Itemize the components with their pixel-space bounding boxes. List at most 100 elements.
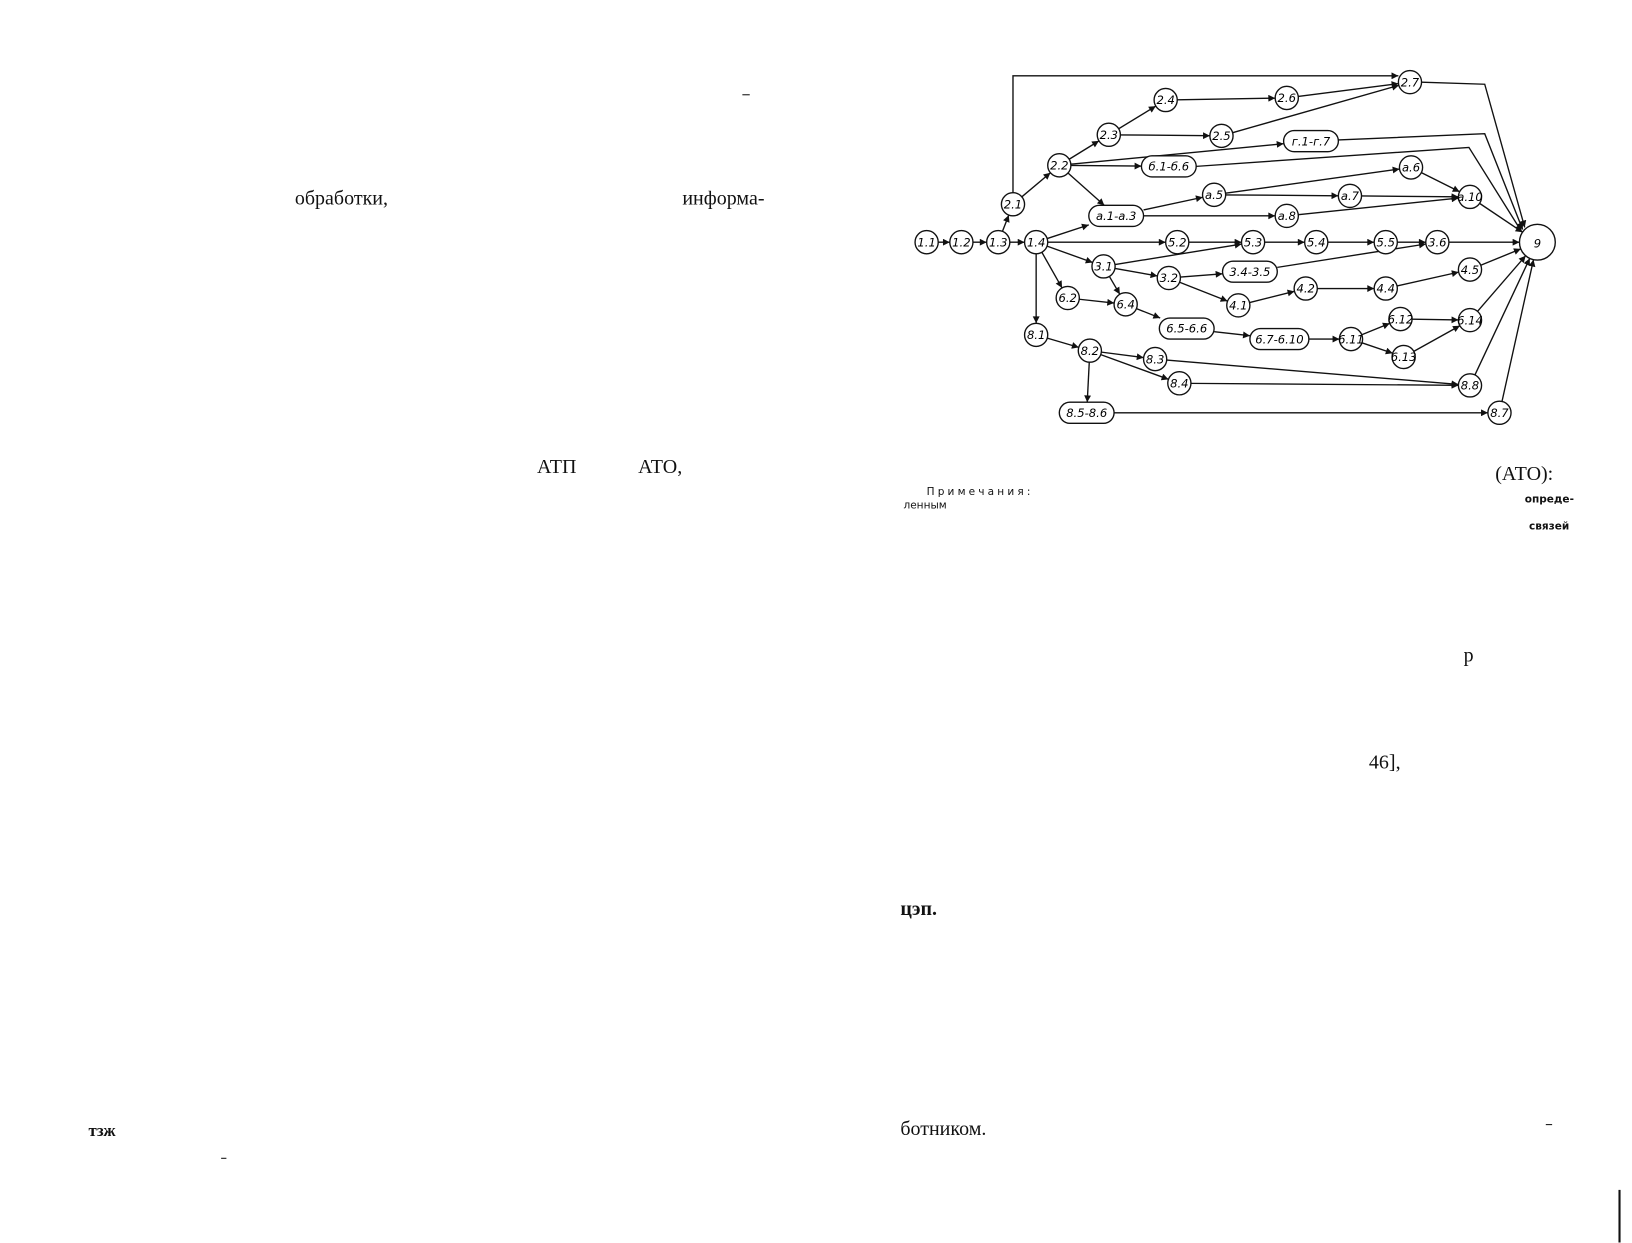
edge-arrow	[1100, 353, 1169, 381]
edge-arrow	[1068, 140, 1100, 160]
diagram-node: 5.3	[1240, 229, 1266, 255]
node-label: 2.2	[1050, 159, 1068, 173]
edge-arrow	[1070, 162, 1142, 170]
node-shape	[1274, 203, 1300, 229]
edge-arrow	[1421, 171, 1460, 193]
notes-heading: Примечания:	[926, 486, 1034, 499]
node-label: 8.3	[1146, 352, 1164, 366]
node-label: 5.3	[1244, 235, 1262, 249]
node-label: 3.1	[1094, 260, 1112, 274]
text-fragment: р	[1463, 644, 1474, 667]
node-label: 2.4	[1156, 93, 1174, 107]
diagram-node: 2.2	[1047, 153, 1072, 178]
node-shape	[1457, 373, 1483, 398]
node-label: 6.14	[1457, 313, 1483, 327]
node-shape	[1457, 257, 1483, 282]
node-label: 1.3	[989, 235, 1007, 249]
diagram-node: 6.11	[1338, 326, 1364, 352]
edge-arrow	[1041, 251, 1063, 289]
diagram-node: 4.2	[1293, 276, 1318, 301]
diagram-node: 2.7	[1397, 69, 1423, 95]
node-label: а.1-а.3	[1096, 209, 1136, 223]
node-shape	[1209, 123, 1234, 149]
node-shape	[1373, 229, 1399, 255]
node-label: 1.1	[917, 235, 935, 249]
node-shape	[1096, 122, 1122, 148]
diagram-node: 1.1	[914, 229, 939, 255]
node-shape	[1487, 400, 1512, 426]
diagram-node: 1.2	[949, 229, 974, 255]
node-label: 2.7	[1401, 75, 1420, 89]
node-label: 8.8	[1461, 379, 1479, 393]
edge-arrow	[1114, 267, 1158, 279]
node-shape	[1113, 292, 1138, 317]
node-shape	[1388, 306, 1413, 332]
diagram-node: 8.5-8.6	[1058, 401, 1115, 424]
node-label: 3.2	[1160, 271, 1178, 285]
node-label: 5.4	[1307, 235, 1325, 249]
text-fragment: АТО,	[638, 455, 683, 479]
diagram-node: 8.7	[1487, 400, 1512, 426]
edge-arrow	[1046, 245, 1093, 264]
node-shape	[1000, 192, 1026, 217]
node-shape	[1158, 317, 1215, 340]
edge-arrow	[1225, 192, 1339, 200]
node-shape	[1337, 183, 1363, 209]
node-shape	[1047, 153, 1072, 178]
edge-arrow	[1298, 195, 1459, 216]
node-shape	[1153, 87, 1178, 113]
edge-arrow	[1079, 298, 1115, 306]
diagram-node: 3.2	[1156, 265, 1182, 291]
edge-arrow	[1070, 140, 1284, 165]
node-shape	[1055, 285, 1081, 311]
node-label: 6.4	[1116, 298, 1134, 312]
edge-arrow	[1298, 81, 1399, 98]
node-label: 6.13	[1391, 350, 1417, 364]
node-label: а.10	[1457, 190, 1483, 204]
diagram-node: 6.2	[1055, 285, 1081, 311]
node-label: 2.5	[1212, 129, 1230, 143]
node-label: 4.5	[1461, 263, 1479, 277]
diagram-node: г.1-г.7	[1282, 129, 1340, 153]
edge-arrow	[1021, 172, 1051, 198]
diagram-node: 6.7-6.10	[1249, 327, 1310, 351]
node-label: 8.2	[1081, 344, 1099, 358]
diagram-node: а.7	[1337, 183, 1363, 209]
node-shape	[1282, 129, 1340, 153]
diagram-node: 2.4	[1153, 87, 1178, 113]
edge-arrow	[1338, 133, 1524, 230]
edge-arrow	[1177, 94, 1276, 102]
node-label: 4.1	[1229, 299, 1247, 313]
node-shape	[1457, 307, 1483, 333]
node-shape	[1142, 346, 1168, 372]
edge-arrow	[1225, 166, 1400, 194]
node-label: 5.5	[1377, 235, 1395, 249]
edge-arrow	[1479, 202, 1523, 233]
node-shape	[1249, 327, 1310, 351]
node-shape	[1425, 229, 1450, 255]
node-shape	[949, 229, 974, 255]
node-shape	[1293, 276, 1318, 301]
diagram-node: а.10	[1457, 184, 1483, 210]
diagram-node: 5.4	[1303, 229, 1329, 255]
node-label: 1.4	[1027, 235, 1045, 249]
edge-arrow	[1413, 325, 1461, 352]
node-label: 6.7-6.10	[1255, 332, 1303, 346]
node-label: а.6	[1402, 161, 1420, 175]
edge-arrow	[1067, 172, 1105, 206]
node-shape	[1023, 229, 1049, 255]
node-shape	[1091, 254, 1116, 279]
node-shape	[1373, 276, 1399, 301]
diagram-node: а.6	[1398, 155, 1424, 180]
diagram-node: а.5	[1201, 182, 1227, 208]
text-fragment: ботником.	[900, 1118, 987, 1141]
diagram-node: 2.6	[1274, 85, 1300, 111]
node-label: 8.1	[1027, 328, 1045, 342]
node-shape	[1397, 69, 1423, 95]
edge-arrow	[1001, 214, 1010, 232]
node-shape	[1088, 204, 1145, 228]
edge-arrow	[1012, 72, 1399, 193]
diagram-node: 5.2	[1164, 229, 1190, 255]
edge-arrow	[1143, 195, 1203, 211]
